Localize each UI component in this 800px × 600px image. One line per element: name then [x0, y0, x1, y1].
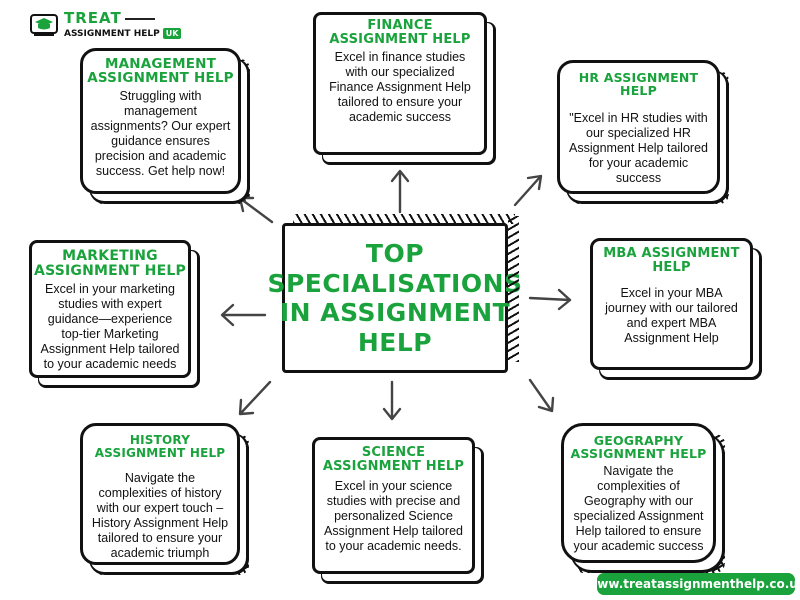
logo-brand: TREAT: [64, 9, 122, 27]
card-body-finance: Excel in finance studies with our specia…: [329, 50, 471, 125]
arrow-to-science: [382, 380, 402, 421]
card-history: HISTORY ASSIGNMENT HELP Navigate the com…: [80, 423, 249, 575]
card-geography: GEOGRAPHY ASSIGNMENT HELP Navigate the c…: [561, 423, 725, 573]
card-title-history: HISTORY ASSIGNMENT HELP: [94, 433, 226, 460]
card-title-marketing: MARKETING ASSIGNMENT HELP: [34, 248, 186, 279]
logo-subtitle: ASSIGNMENT HELP: [64, 29, 160, 39]
center-line-2: SPECIALISATIONS: [267, 268, 523, 298]
center-title: TOP SPECIALISATIONS IN ASSIGNMENT HELP: [267, 239, 522, 357]
card-title-hr: HR ASSIGNMENT HELP: [578, 70, 699, 99]
arrow-to-mba: [528, 288, 572, 311]
card-title-finance: FINANCE ASSIGNMENT HELP: [329, 18, 471, 47]
card-body-mba: Excel in your MBA journey with our tailo…: [605, 286, 738, 346]
card-body-management: Struggling with management assignments? …: [90, 89, 231, 179]
arrow-to-marketing: [220, 303, 267, 327]
center-line-4: HELP: [357, 327, 433, 357]
card-title-geography: GEOGRAPHY ASSIGNMENT HELP: [570, 433, 707, 462]
card-title-management: MANAGEMENT ASSIGNMENT HELP: [87, 56, 234, 87]
logo-badge: UK: [162, 28, 182, 39]
arrow-to-finance: [390, 169, 410, 214]
arrow-to-management: [238, 196, 274, 224]
card-title-mba: MBA ASSIGNMENT HELP: [603, 246, 740, 275]
card-management: MANAGEMENT ASSIGNMENT HELP Struggling wi…: [80, 48, 250, 204]
card-body-hr: "Excel in HR studies with our specialize…: [569, 111, 708, 186]
center-topic-box: TOP SPECIALISATIONS IN ASSIGNMENT HELP: [267, 214, 522, 373]
card-finance: FINANCE ASSIGNMENT HELP Excel in finance…: [313, 12, 496, 165]
card-title-science: SCIENCE ASSIGNMENT HELP: [322, 445, 465, 474]
card-hr: HR ASSIGNMENT HELP "Excel in HR studies …: [557, 60, 729, 204]
card-marketing: MARKETING ASSIGNMENT HELP Excel in your …: [29, 240, 200, 388]
center-line-3: IN ASSIGNMENT: [279, 298, 511, 327]
website-link[interactable]: www.treatassignmenthelp.co.uk: [586, 573, 800, 595]
card-body-geography: Navigate the complexities of Geography w…: [573, 464, 704, 554]
card-mba: MBA ASSIGNMENT HELP Excel in your MBA jo…: [590, 238, 762, 380]
arrow-to-history: [238, 380, 272, 416]
graduation-cap-icon: [30, 14, 58, 36]
arrow-to-geography: [528, 378, 555, 413]
card-science: SCIENCE ASSIGNMENT HELP Excel in your sc…: [312, 437, 484, 584]
card-body-marketing: Excel in your marketing studies with exp…: [40, 282, 180, 372]
center-line-1: TOP: [365, 239, 425, 268]
card-body-science: Excel in your science studies with preci…: [324, 479, 463, 554]
card-body-history: Navigate the complexities of history wit…: [91, 471, 229, 561]
arrow-to-hr: [513, 174, 543, 207]
